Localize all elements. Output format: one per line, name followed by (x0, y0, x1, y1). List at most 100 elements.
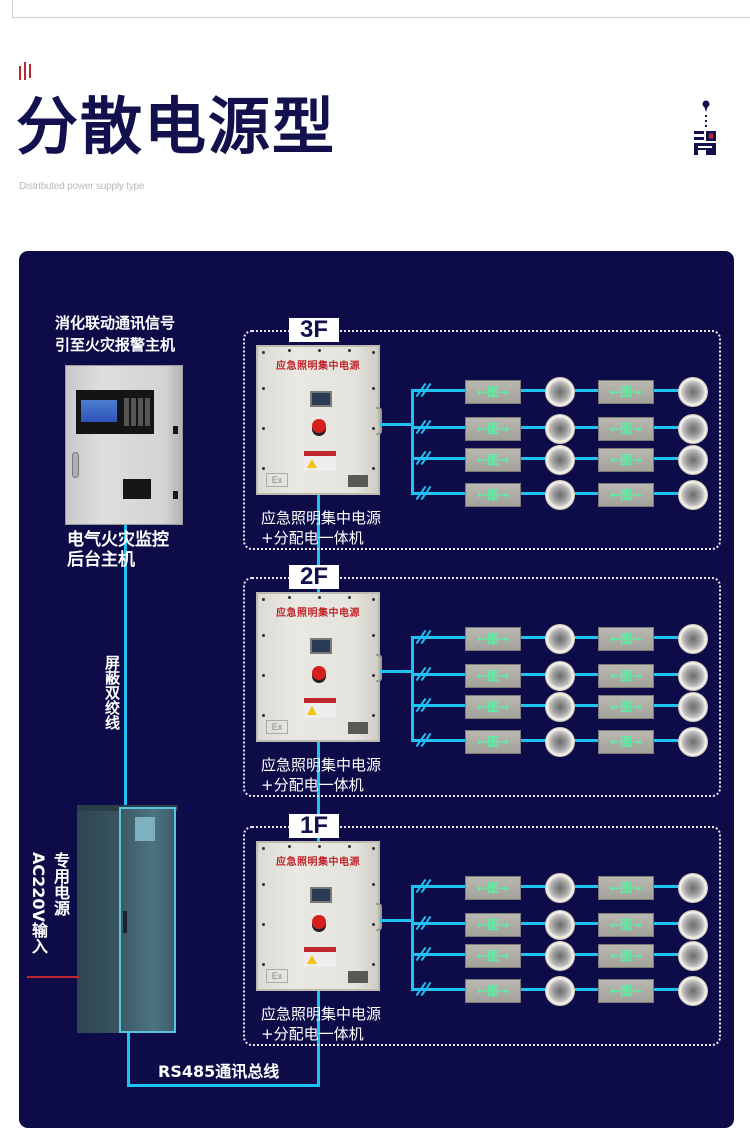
rack-bus-drop (127, 1030, 130, 1086)
emergency-lamp-icon (678, 976, 708, 1006)
cabinet-handle (376, 903, 382, 931)
cabinet-bolt (348, 349, 351, 352)
warning-label-icon (304, 947, 336, 967)
emergency-lamp-icon (678, 727, 708, 757)
host-hinge (173, 491, 178, 499)
power-rack-cabinet (77, 805, 178, 1035)
brand-logo-icon (694, 100, 716, 155)
cabinet-bolt (318, 596, 321, 599)
exit-sign-icon: ←图→ (598, 448, 654, 472)
alarm-host-bottom-label-line1: 电气火灾监控 (67, 530, 169, 550)
cabinet-caption-line2: +分配电一体机 (261, 776, 364, 794)
feeder-stub (380, 423, 414, 426)
cabinet-bolt (372, 674, 375, 677)
rack-glass-door (119, 807, 176, 1033)
cabinet-caption-line1: 应急照明集中电源 (261, 756, 382, 774)
electrical-fire-monitoring-host (65, 365, 183, 525)
cabinet-handle (376, 407, 382, 435)
exit-sign-icon: ←图→ (465, 448, 521, 472)
branch-circuit: ←图→ ←图→ (413, 727, 713, 757)
feeder-vertical-bus (411, 885, 414, 991)
exit-sign-icon: ←图→ (598, 380, 654, 404)
floor-tag: 1F (289, 814, 339, 838)
cabinet-caption: 应急照明集中电源 +分配电一体机 (261, 755, 381, 795)
trunk-cable-label: 屏蔽双绞线 (103, 655, 121, 730)
alarm-host-top-label-line2: 引至火灾报警主机 (55, 336, 176, 354)
cabinet-caption-line2: +分配电一体机 (261, 1025, 364, 1043)
emergency-lamp-icon (678, 661, 708, 691)
emergency-lamp-icon (545, 480, 575, 510)
cabinet-handle (376, 654, 382, 682)
exit-sign-icon: ←图→ (465, 979, 521, 1003)
cabinet-bolt (372, 714, 375, 717)
cable-break-icon (415, 485, 432, 501)
cabinet-bolt (372, 963, 375, 966)
exit-sign-icon: ←图→ (598, 876, 654, 900)
emergency-lamp-icon (545, 873, 575, 903)
cable-break-icon (415, 382, 432, 398)
exit-sign-icon: ←图→ (465, 944, 521, 968)
cable-break-icon (415, 419, 432, 435)
emergency-stop-button-icon (312, 419, 326, 433)
cable-break-icon (415, 946, 432, 962)
branch-circuit: ←图→←图→ (413, 941, 713, 971)
cabinet-bolt (372, 598, 375, 601)
floor-section-box (243, 330, 721, 550)
cabinet-display (310, 391, 332, 407)
cabinet-bolt (262, 351, 265, 354)
exit-sign-icon: ←图→ (598, 730, 654, 754)
cabinet-bolt (262, 427, 265, 430)
branch-circuit: ←图→←图→ (413, 661, 713, 691)
name-plate (348, 475, 368, 487)
exit-sign-icon: ←图→ (598, 627, 654, 651)
emergency-lamp-icon (545, 624, 575, 654)
emergency-lamp-icon (545, 661, 575, 691)
branch-circuit: ←图→←图→ (413, 480, 713, 510)
floor-tag: 3F (289, 318, 339, 342)
host-printer (123, 479, 151, 499)
alarm-host-bottom-label: 电气火灾监控 后台主机 (67, 530, 169, 570)
rs485-bus-label: RS485通讯总线 (158, 1062, 280, 1081)
exit-sign-icon: ←图→ (598, 664, 654, 688)
cabinet-bolt (262, 634, 265, 637)
emergency-lamp-icon (545, 414, 575, 444)
cabinet-bolt (262, 963, 265, 966)
branch-circuit: ←图→←图→ (413, 414, 713, 444)
cabinet-bolt (262, 923, 265, 926)
cabinet-caption-line1: 应急照明集中电源 (261, 509, 382, 527)
warning-label-icon (304, 698, 336, 718)
host-display (76, 390, 154, 434)
exit-sign-icon: ←图→ (465, 380, 521, 404)
floor-section-box (243, 826, 721, 1046)
emergency-lamp-icon (678, 624, 708, 654)
cabinet-bolt (372, 634, 375, 637)
power-rack-label-line2: AC220V输入 (29, 852, 48, 954)
alarm-host-top-label: 消化联动通讯信号 引至火灾报警主机 (55, 312, 175, 356)
cabinet-bolt (318, 845, 321, 848)
emergency-lamp-icon (545, 692, 575, 722)
cable-break-icon (415, 629, 432, 645)
exit-sign-icon: ←图→ (465, 730, 521, 754)
cabinet-bolt (262, 598, 265, 601)
emergency-lamp-icon (545, 910, 575, 940)
cable-break-icon (415, 981, 432, 997)
alarm-host-bottom-label-line2: 后台主机 (67, 550, 135, 570)
cabinet-bolt (262, 883, 265, 886)
cabinet-caption-line2: +分配电一体机 (261, 529, 364, 547)
cabinet-display (310, 887, 332, 903)
branch-circuit: ←图→ ←图→ (413, 445, 713, 475)
feeder-stub (380, 919, 414, 922)
cabinet-bolt (348, 596, 351, 599)
cabinet-bolt (262, 467, 265, 470)
ac-input-line (27, 976, 79, 978)
cabinet-bolt (372, 923, 375, 926)
rs485-bus-horizontal (127, 1084, 320, 1087)
cabinet-bolt (288, 596, 291, 599)
cabinet-bolt (372, 351, 375, 354)
cabinet-bolt (262, 714, 265, 717)
warning-label-icon (304, 451, 336, 471)
exit-sign-icon: ←图→ (465, 417, 521, 441)
emergency-stop-button-icon (312, 666, 326, 680)
